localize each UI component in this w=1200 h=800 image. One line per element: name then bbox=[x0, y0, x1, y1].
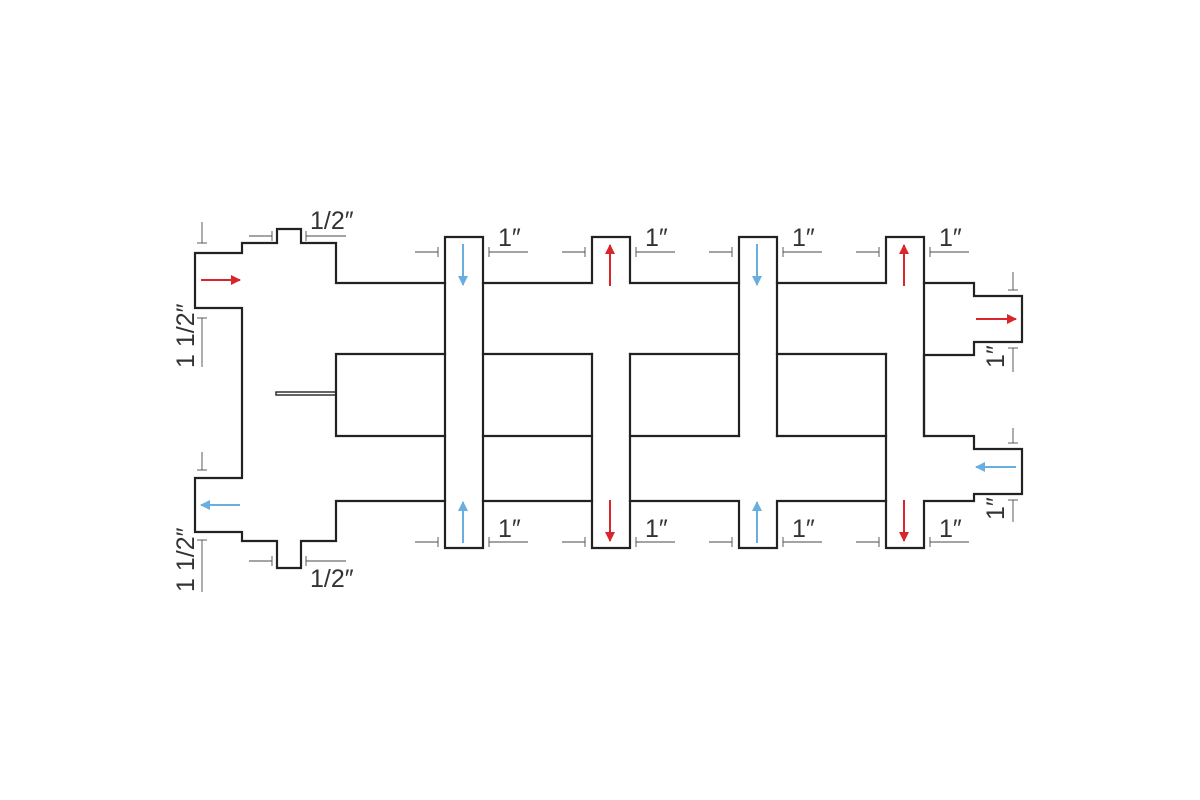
dimension-main-outlet bbox=[197, 452, 207, 592]
circuit-3-top-label: 1″ bbox=[792, 224, 815, 252]
right-bottom-inlet-label: 1″ bbox=[982, 497, 1010, 520]
circuit-4-bottom-label: 1″ bbox=[939, 515, 962, 543]
right-top-outlet-label: 1″ bbox=[982, 345, 1010, 368]
circuit-3-bottom-label: 1″ bbox=[792, 515, 815, 543]
dimension-circuit-3-bottom bbox=[709, 537, 822, 547]
dimension-circuit-4-top bbox=[856, 247, 969, 257]
separator-chamber bbox=[334, 352, 447, 438]
dimension-circuit-4-bottom bbox=[856, 537, 969, 547]
top-aux-port-label: 1/2″ bbox=[310, 207, 354, 235]
dimension-main-inlet bbox=[197, 222, 207, 367]
dimension-top-aux-port bbox=[249, 231, 346, 241]
circuit-4-top-label: 1″ bbox=[939, 224, 962, 252]
circuit-2-top-label: 1″ bbox=[645, 224, 668, 252]
bottom-aux-port-label: 1/2″ bbox=[310, 565, 354, 593]
dimension-right-bottom-inlet bbox=[1008, 428, 1018, 522]
circuit-1-bottom-label: 1″ bbox=[498, 515, 521, 543]
sensor-probe bbox=[275, 391, 337, 396]
dimension-bottom-aux-port bbox=[249, 556, 346, 566]
circuit-1-top-label: 1″ bbox=[498, 224, 521, 252]
dimension-circuit-1-top bbox=[415, 247, 528, 257]
circuit-2-bottom-label: 1″ bbox=[645, 515, 668, 543]
main-outlet-size-label: 1 1/2″ bbox=[172, 527, 200, 592]
dimension-circuit-2-top bbox=[562, 247, 675, 257]
dimension-circuit-2-bottom bbox=[562, 537, 675, 547]
manifold-outline bbox=[193, 227, 1024, 570]
dimension-right-top-outlet bbox=[1008, 272, 1018, 372]
dimension-circuit-3-top bbox=[709, 247, 822, 257]
dimension-circuit-1-bottom bbox=[415, 537, 528, 547]
main-inlet-size-label: 1 1/2″ bbox=[172, 303, 200, 368]
